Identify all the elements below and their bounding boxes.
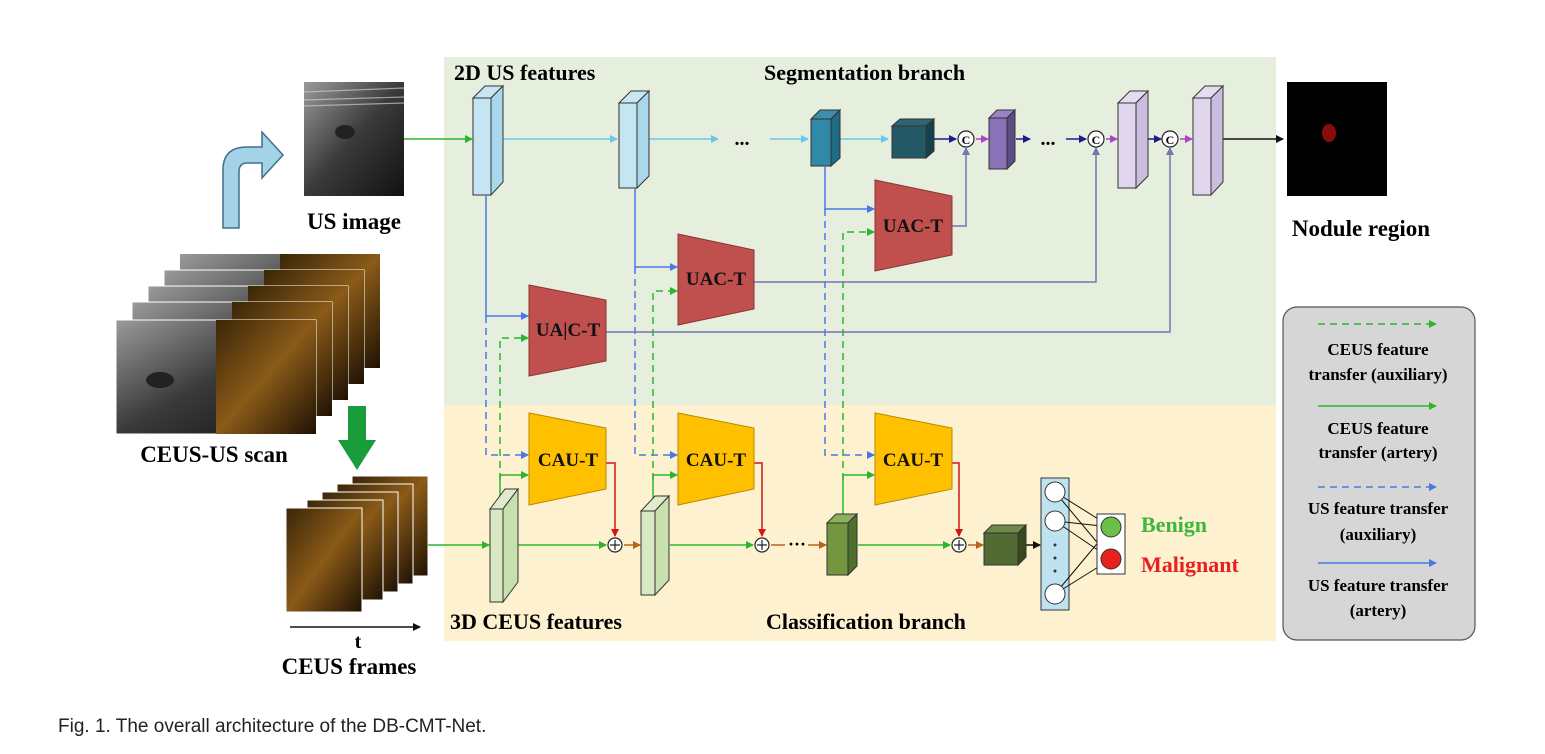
legend-ceus-art-1: CEUS feature — [1327, 419, 1429, 438]
down-arrow-icon — [338, 406, 376, 470]
us-feature-map-3 — [809, 108, 842, 168]
us-image — [303, 82, 405, 196]
svg-text:CAU-T: CAU-T — [883, 450, 943, 471]
ceus-feature-map-1 — [489, 487, 519, 604]
cau-fusion-links — [606, 462, 963, 537]
svg-text:UAC-T: UAC-T — [883, 216, 943, 237]
classification-bottleneck — [982, 523, 1028, 567]
nodule-region-label: Nodule region — [1292, 216, 1430, 241]
us-image-label: US image — [307, 209, 401, 234]
seg-ellipsis-1: ... — [735, 128, 750, 150]
sum-node-3 — [951, 537, 967, 553]
concat-node-1: C — [957, 130, 975, 148]
legend: CEUS feature transfer (auxiliary) CEUS f… — [1282, 306, 1476, 641]
svg-text:C: C — [1166, 133, 1175, 147]
us-features-heading: 2D US features — [454, 60, 596, 85]
svg-text:CAU-T: CAU-T — [538, 450, 598, 471]
ceus-frames-label: CEUS frames — [282, 654, 417, 679]
legend-us-art-1: US feature transfer — [1308, 576, 1449, 595]
us-feature-map-1 — [471, 84, 505, 197]
decoder-block-2 — [1116, 89, 1150, 190]
decoder-block-1 — [987, 108, 1017, 171]
legend-ceus-aux-1: CEUS feature — [1327, 340, 1429, 359]
fc-layer — [1040, 477, 1126, 611]
figure-caption: Fig. 1. The overall architecture of the … — [58, 716, 487, 737]
uac-t-module-1: UA|C-T — [528, 284, 607, 377]
sum-node-1 — [607, 537, 623, 553]
ceus-features-heading: 3D CEUS features — [450, 609, 622, 634]
us-feature-map-2 — [617, 89, 651, 190]
uac-skip-links — [606, 147, 1174, 333]
us-aux-links — [485, 209, 875, 459]
seg-ellipsis-2: ... — [1041, 128, 1056, 150]
cau-t-module-2: CAU-T — [677, 412, 755, 506]
uac-t-module-2: UAC-T — [677, 233, 755, 326]
concat-node-2: C — [1087, 130, 1105, 148]
svg-text:C: C — [962, 133, 971, 147]
cau-t-module-1: CAU-T — [528, 412, 607, 506]
nodule-region-image — [1287, 82, 1387, 196]
segmentation-branch-heading: Segmentation branch — [764, 60, 965, 85]
legend-ceus-art-2: transfer (artery) — [1318, 443, 1437, 462]
svg-text:UA|C-T: UA|C-T — [536, 320, 601, 341]
legend-us-aux-1: US feature transfer — [1308, 499, 1449, 518]
cls-ellipsis: ··· — [788, 534, 806, 554]
ceus-us-scan-label: CEUS-US scan — [140, 442, 288, 467]
ceus-feature-map-3 — [825, 512, 859, 577]
ceus-us-scan-stack — [115, 254, 380, 435]
svg-text:CAU-T: CAU-T — [686, 450, 746, 471]
svg-text:C: C — [1092, 133, 1101, 147]
bottleneck-block — [890, 117, 936, 160]
ceus-frames-stack — [285, 475, 429, 613]
malignant-node — [1100, 548, 1122, 570]
svg-text:UAC-T: UAC-T — [686, 269, 746, 290]
ceus-aux-links — [499, 228, 875, 480]
classification-branch-heading: Classification branch — [766, 609, 966, 634]
legend-us-art-2: (artery) — [1350, 601, 1407, 620]
concat-node-3: C — [1161, 130, 1179, 148]
time-label: t — [355, 631, 362, 653]
benign-node — [1100, 516, 1122, 538]
cau-t-module-3: CAU-T — [874, 412, 953, 506]
decoder-block-3 — [1191, 84, 1225, 197]
benign-label: Benign — [1141, 512, 1207, 537]
curved-arrow-icon — [222, 130, 285, 229]
ceus-feature-map-2 — [639, 494, 671, 597]
uac-t-module-3: UAC-T — [874, 179, 953, 272]
legend-ceus-aux-2: transfer (auxiliary) — [1309, 365, 1448, 384]
sum-node-2 — [754, 537, 770, 553]
malignant-label: Malignant — [1141, 552, 1239, 577]
legend-us-aux-2: (auxiliary) — [1340, 525, 1417, 544]
